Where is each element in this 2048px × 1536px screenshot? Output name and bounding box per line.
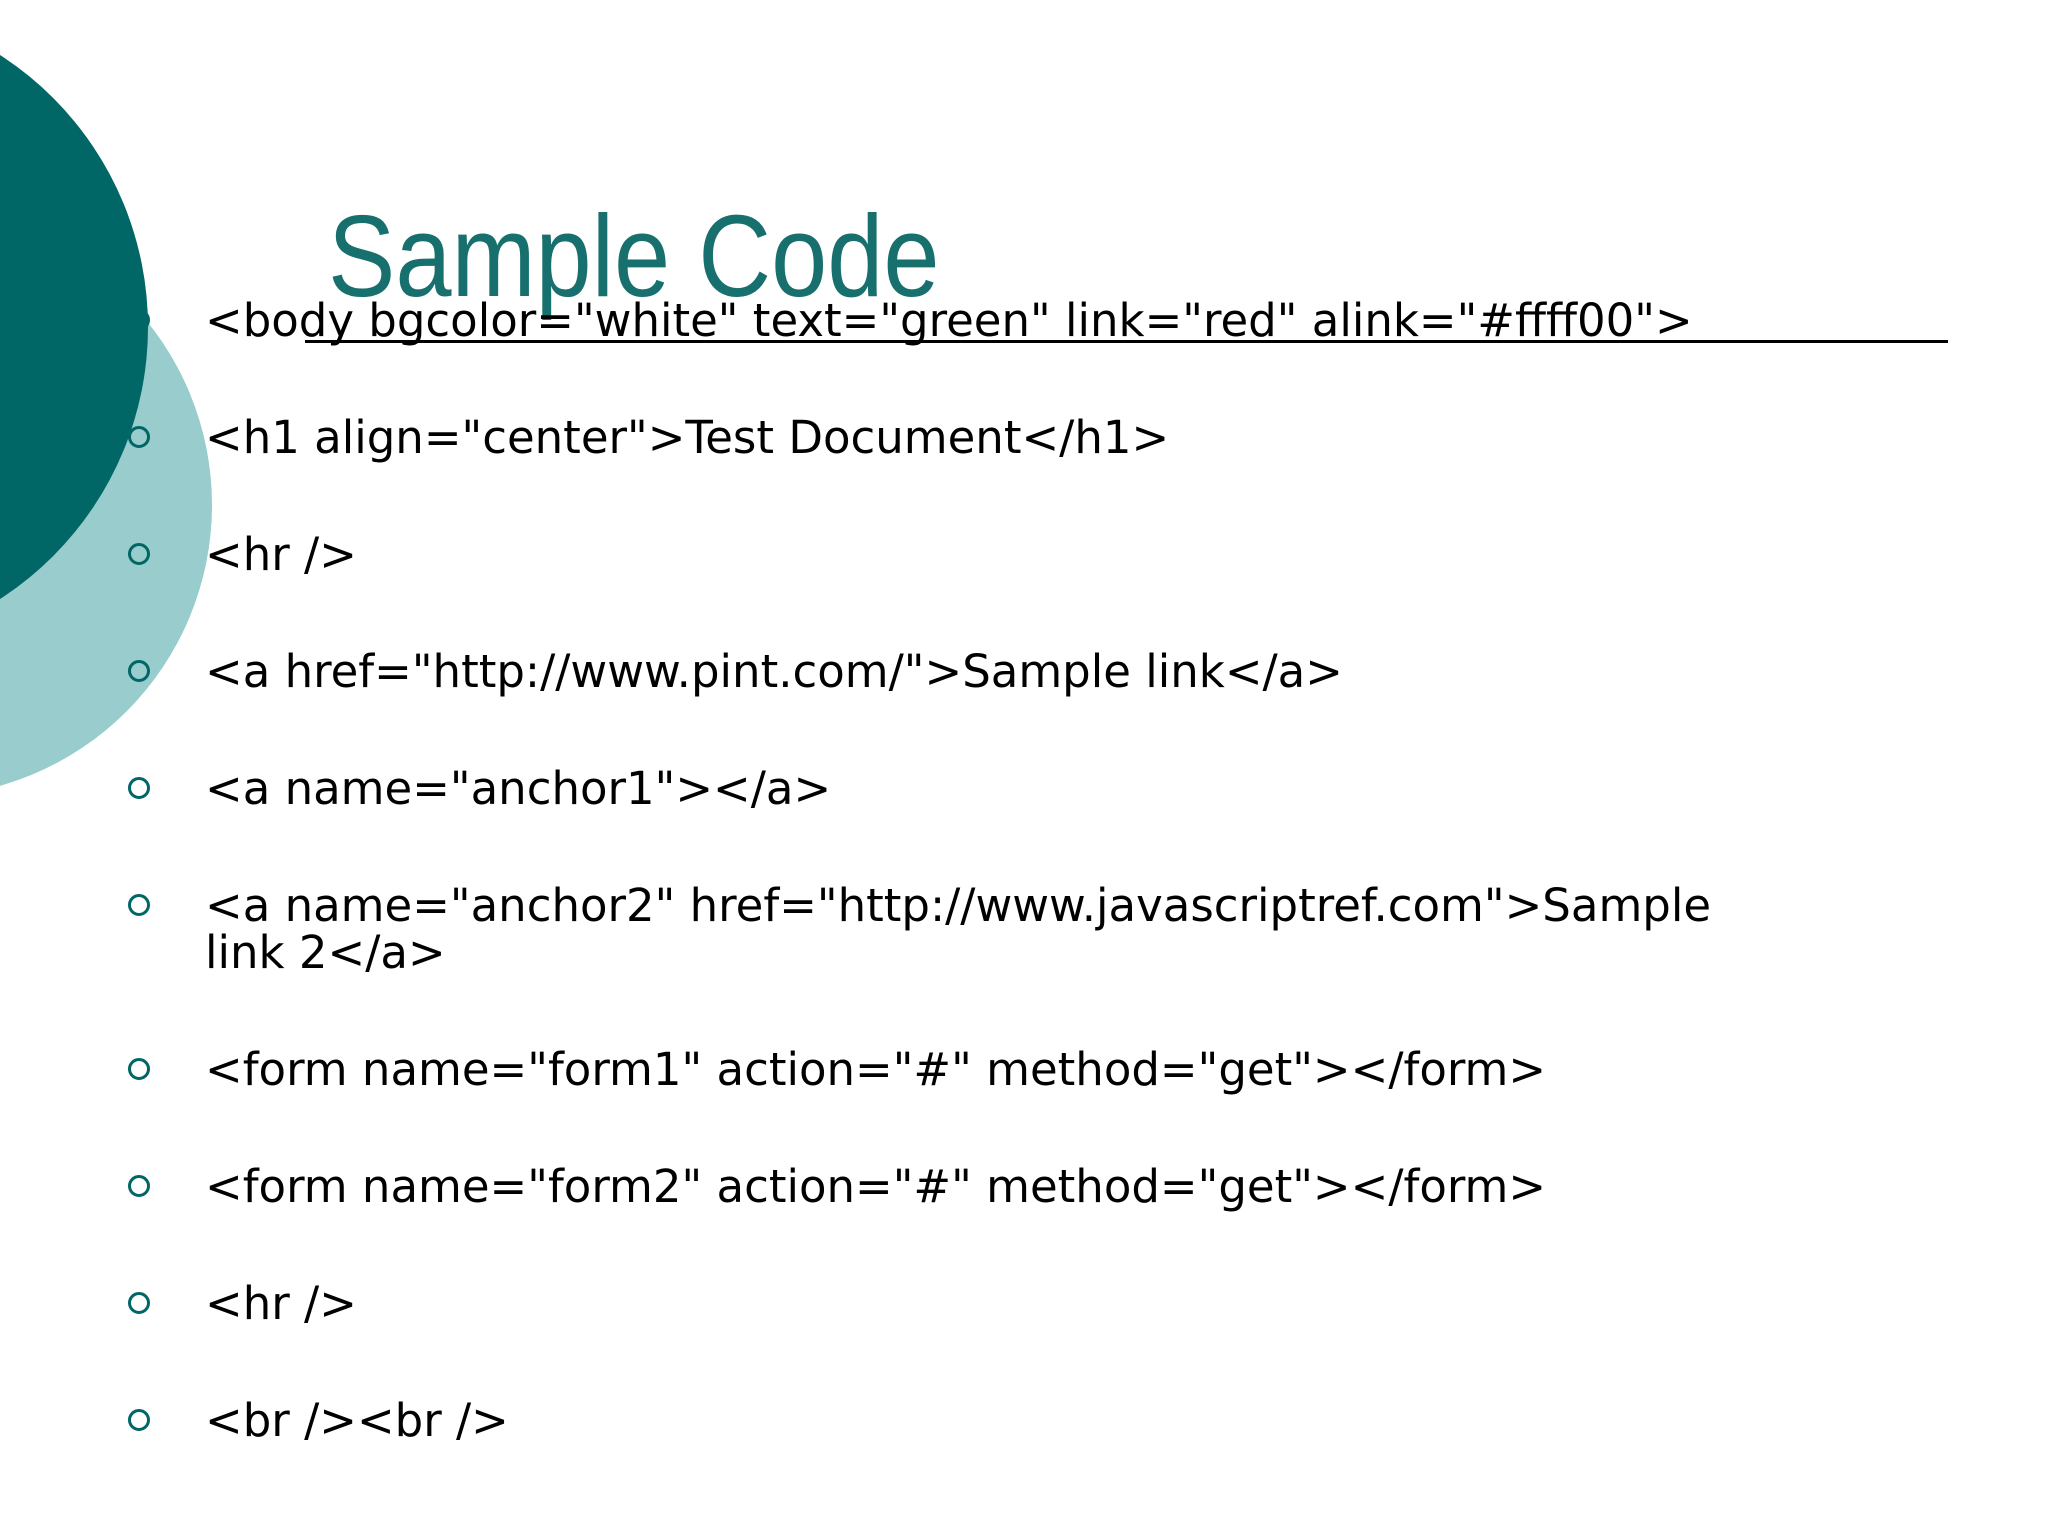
bullet-list: <body bgcolor="white" text="green" link=…	[128, 294, 1925, 1447]
circle-bullet-icon	[128, 309, 150, 331]
list-item: <form name="form1" action="#" method="ge…	[128, 1043, 1925, 1096]
circle-bullet-icon	[128, 660, 150, 682]
list-item: <a name="anchor2" href="http://www.javas…	[128, 879, 1925, 979]
list-item: <a href="http://www.pint.com/">Sample li…	[128, 645, 1925, 698]
code-line: <form name="form2" action="#" method="ge…	[205, 1160, 1547, 1213]
circle-bullet-icon	[128, 1409, 150, 1431]
slide-title: Sample Code	[328, 191, 940, 321]
list-item: <br /><br />	[128, 1394, 1925, 1447]
code-line: <body bgcolor="white" text="green" link=…	[205, 294, 1693, 347]
list-item: <hr />	[128, 1277, 1925, 1330]
code-line: <a href="http://www.pint.com/">Sample li…	[205, 645, 1343, 698]
circle-bullet-icon	[128, 1292, 150, 1314]
list-item: <body bgcolor="white" text="green" link=…	[128, 294, 1925, 347]
list-item: <a name="anchor1"></a>	[128, 762, 1925, 815]
code-line: <form name="form1" action="#" method="ge…	[205, 1043, 1547, 1096]
circle-bullet-icon	[128, 426, 150, 448]
code-line: <br /><br />	[205, 1394, 509, 1447]
list-item: <h1 align="center">Test Document</h1>	[128, 411, 1925, 464]
code-line: <a name="anchor2" href="http://www.javas…	[205, 879, 1712, 932]
circle-bullet-icon	[128, 1058, 150, 1080]
circle-bullet-icon	[128, 777, 150, 799]
code-line: link 2</a>	[205, 926, 446, 979]
code-line: <h1 align="center">Test Document</h1>	[205, 411, 1170, 464]
circle-bullet-icon	[128, 894, 150, 916]
circle-bullet-icon	[128, 543, 150, 565]
code-line: <hr />	[205, 528, 357, 581]
list-item: <hr />	[128, 528, 1925, 581]
code-line: <a name="anchor1"></a>	[205, 762, 832, 815]
circle-bullet-icon	[128, 1175, 150, 1197]
list-item: <form name="form2" action="#" method="ge…	[128, 1160, 1925, 1213]
underline-rule	[305, 340, 1948, 343]
code-line: <hr />	[205, 1277, 357, 1330]
